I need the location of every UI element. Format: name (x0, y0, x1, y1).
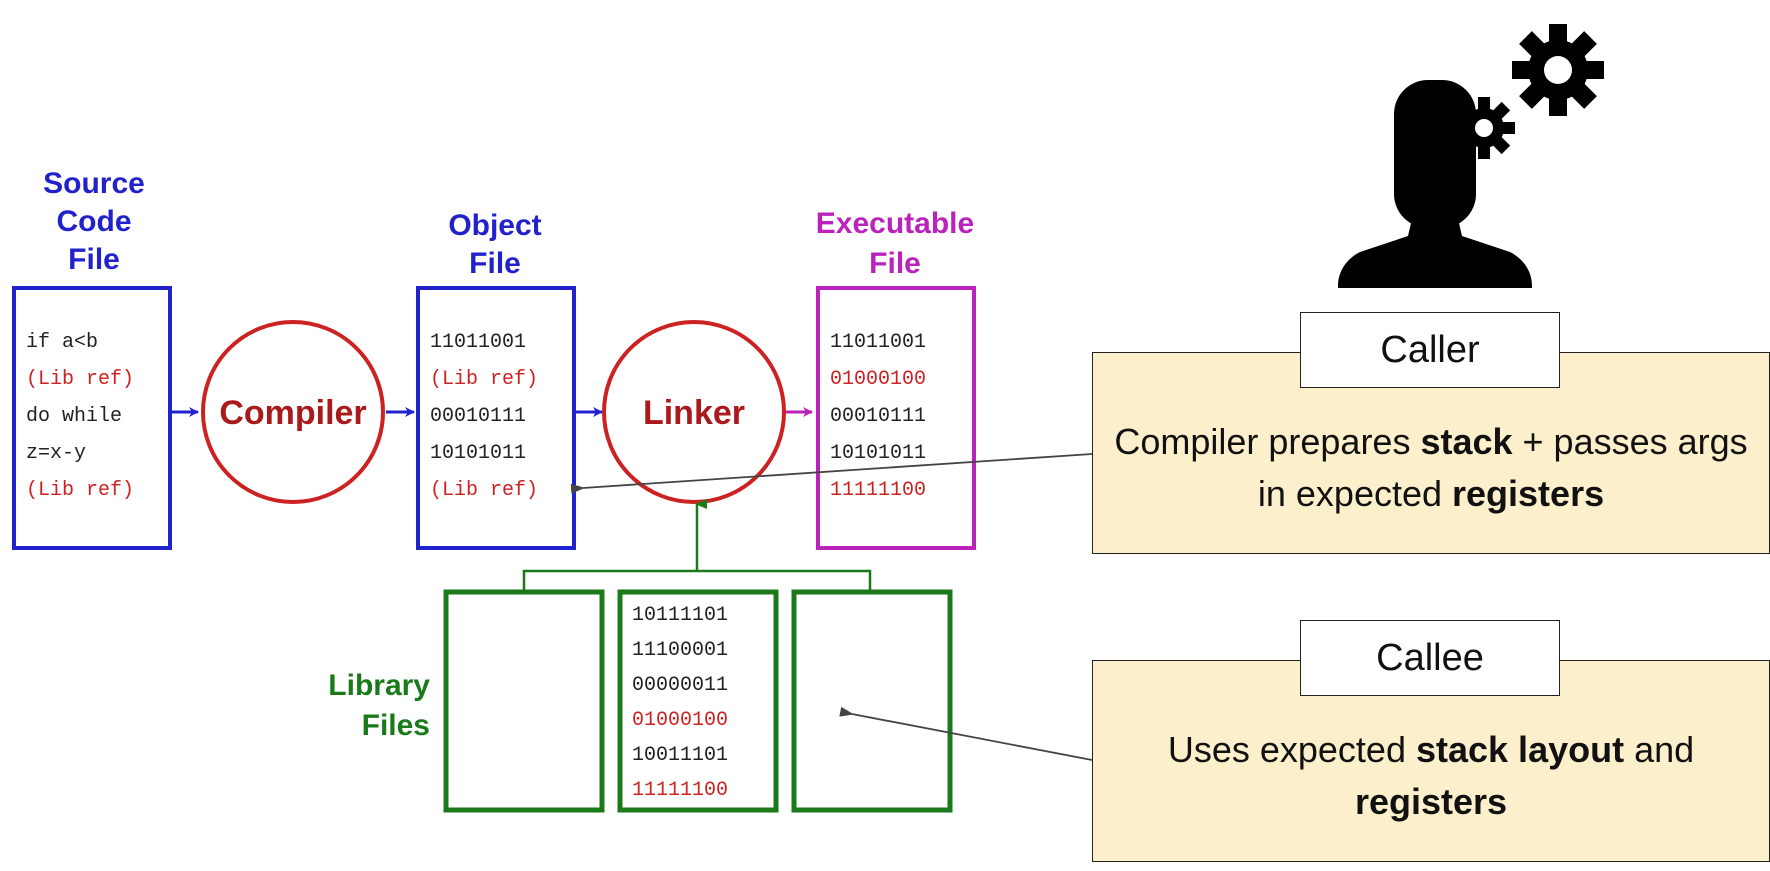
source-code-file: Source Code File if a<b (Lib ref) do while… (12, 167, 172, 550)
library-code-line-0: 10111101 (632, 604, 728, 627)
source-code-line-2: do while (26, 405, 122, 428)
object-file: Object File 11011001 (Lib ref) 00010111 101… (416, 209, 576, 550)
executable-code-line-2: 00010111 (830, 405, 926, 428)
object-code-line-4: (Lib ref) (430, 479, 538, 502)
library-code-line-4: 10011101 (632, 744, 728, 767)
callee-note-part-0: Uses expected (1167, 728, 1416, 770)
library-box-right (791, 589, 953, 813)
caller-tag-label: Caller (1380, 328, 1480, 371)
linker-label: Linker (643, 394, 745, 432)
caller-note-part-0: Compiler prepares (1114, 420, 1421, 462)
library-box-left (443, 589, 605, 813)
library-files: Library Files 10111101 11100001 00000011 01… (328, 499, 953, 813)
caller-note-text: Compiler prepares stack + passes args in… (1113, 416, 1749, 520)
caller-tag: Caller (1300, 312, 1560, 388)
object-code-line-2: 00010111 (430, 405, 526, 428)
callee-tag: Callee (1300, 620, 1560, 696)
executable-code-line-0: 11011001 (830, 331, 926, 354)
compiler-circle (201, 320, 385, 504)
executable-code-line-1: 01000100 (830, 368, 926, 391)
caller-note-part-1: stack (1420, 420, 1513, 462)
library-code-line-1: 11100001 (632, 639, 728, 662)
executable-file-box (816, 286, 976, 550)
compiler-node: Compiler (201, 320, 385, 504)
object-code-line-0: 11011001 (430, 331, 526, 354)
object-file-box (416, 286, 576, 550)
person-with-gears-icon (1338, 24, 1604, 288)
library-code-line-2: 00000011 (632, 674, 728, 697)
library-code-line-3: 01000100 (632, 709, 728, 732)
library-title-line-1: Library (328, 669, 430, 702)
executable-title-line-1: Executable (816, 207, 974, 240)
object-code-line-3: 10101011 (430, 442, 526, 465)
object-title-line-1: Object (448, 209, 541, 242)
source-title-line-2: Code (57, 205, 132, 238)
callee-note-part-1: stack layout (1415, 728, 1625, 770)
source-code-lines: if a<b (Lib ref) do while z=x-y (Lib ref) (26, 331, 134, 502)
source-file-box (12, 286, 172, 550)
callee-tag-label: Callee (1376, 636, 1484, 679)
caller-note-part-2: + passes args in expected (1257, 420, 1748, 514)
pointer-callee-to-library (839, 706, 1093, 761)
source-title-line-3: File (68, 243, 120, 276)
library-code-lines: 10111101 11100001 00000011 01000100 10011101… (632, 604, 728, 802)
executable-code-line-3: 10101011 (830, 442, 926, 465)
source-code-line-3: z=x-y (26, 442, 86, 465)
pointer-caller-to-object (570, 453, 1093, 494)
library-bracket (522, 569, 872, 590)
compiler-label: Compiler (219, 394, 366, 432)
linker-node: Linker (602, 320, 786, 504)
executable-title-line-2: File (869, 247, 921, 280)
executable-code-lines: 11011001 01000100 00010111 10101011 11111100 (830, 331, 926, 502)
library-box-middle (617, 589, 779, 813)
source-code-line-4: (Lib ref) (26, 479, 134, 502)
linker-circle (602, 320, 786, 504)
source-code-line-0: if a<b (26, 331, 98, 354)
callee-note-part-2: and (1624, 728, 1695, 770)
object-title-line-2: File (469, 247, 521, 280)
executable-file: Executable File 11011001 01000100 00010111… (816, 207, 976, 550)
source-code-line-1: (Lib ref) (26, 368, 134, 391)
source-title-line-1: Source (43, 167, 145, 200)
callee-note-text: Uses expected stack layout and registers (1113, 724, 1749, 828)
executable-code-line-4: 11111100 (830, 479, 926, 502)
library-title-line-2: Files (362, 709, 430, 742)
caller-note-part-3: registers (1452, 473, 1605, 514)
object-code-line-1: (Lib ref) (430, 368, 538, 391)
library-code-line-5: 11111100 (632, 779, 728, 802)
object-code-lines: 11011001 (Lib ref) 00010111 10101011 (Lib re… (430, 331, 538, 502)
callee-note-part-3: registers (1354, 781, 1508, 822)
